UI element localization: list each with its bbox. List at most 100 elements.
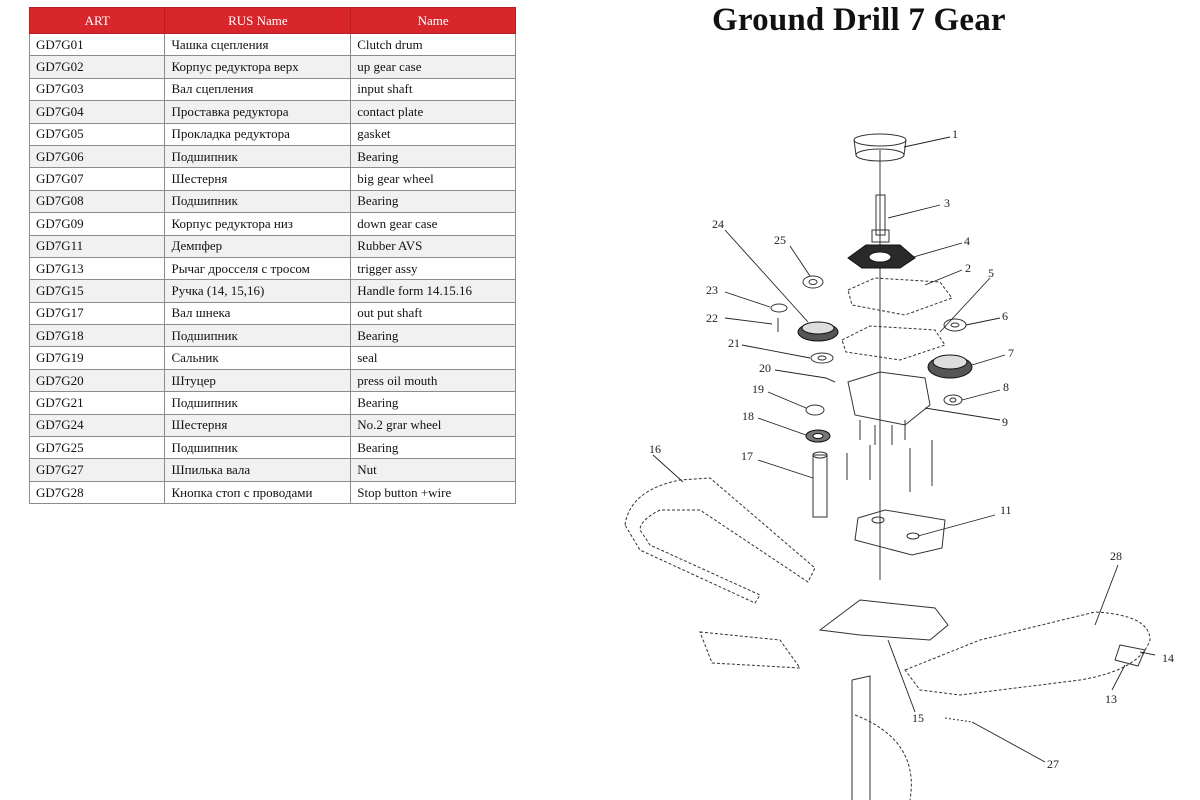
- cell-rus-name: Шпилька вала: [164, 458, 352, 482]
- callout-27: 27: [1047, 757, 1059, 771]
- callout-1: 1: [952, 127, 958, 141]
- cell-name: Bearing: [350, 436, 516, 460]
- cell-art: GD7G13: [28, 256, 166, 281]
- part-bearing-21: [810, 352, 834, 364]
- cell-name: Rubber AVS: [350, 234, 516, 258]
- part-no2-gear-wheel: [797, 321, 839, 342]
- down-gear-case-studs: [859, 420, 906, 445]
- part-bearing-25: [802, 275, 824, 289]
- callout-23: 23: [706, 283, 718, 297]
- part-handle-left: [624, 477, 816, 604]
- callout-21: 21: [728, 336, 740, 350]
- cell-art: GD7G01: [28, 32, 166, 57]
- cell-name: contact plate: [350, 100, 516, 124]
- cell-art: GD7G17: [28, 301, 166, 326]
- part-up-gear-case: [847, 277, 953, 316]
- callout-15: 15: [912, 711, 924, 725]
- cell-name: Bearing: [350, 324, 516, 348]
- cell-rus-name: Подшипник: [164, 391, 352, 415]
- part-clutch-drum: [853, 133, 907, 162]
- page-title: Ground Drill 7 Gear: [712, 2, 1006, 38]
- cell-name: Bearing: [350, 189, 516, 214]
- callout-7: 7: [1008, 346, 1014, 360]
- part-left-plate: [699, 631, 802, 669]
- cell-name: Nut: [350, 458, 516, 482]
- callout-4: 4: [964, 234, 970, 248]
- callout-13: 13: [1105, 692, 1117, 706]
- cell-name: trigger assy: [350, 256, 516, 281]
- cell-name: No.2 grar wheel: [350, 413, 516, 438]
- cell-name: press oil mouth: [350, 368, 516, 393]
- part-shaft-pin: [944, 717, 973, 723]
- part-gasket: [841, 325, 946, 361]
- cell-name: Handle form 14.15.16: [350, 279, 516, 303]
- part-seal: [805, 404, 825, 416]
- cell-rus-name: Подшипник: [164, 324, 352, 348]
- cell-rus-name: Шестерня: [164, 413, 352, 438]
- part-rubber-avs: [854, 509, 946, 556]
- part-big-gear-wheel: [927, 354, 973, 379]
- part-bearing-8: [943, 394, 963, 406]
- part-down-gear-case: [847, 371, 931, 426]
- part-lower-frame: [854, 714, 912, 800]
- callout-5: 5: [988, 266, 994, 280]
- cell-art: GD7G28: [28, 480, 166, 505]
- contact-plate-hole: [868, 251, 892, 263]
- cell-name: out put shaft: [350, 301, 516, 326]
- cell-name: seal: [350, 346, 516, 370]
- part-output-shaft: [812, 451, 828, 518]
- cell-rus-name: Проставка редуктора: [164, 100, 352, 124]
- cell-art: GD7G25: [28, 436, 166, 460]
- cell-rus-name: Корпус редуктора верх: [164, 55, 352, 79]
- header-art: ART: [28, 7, 166, 34]
- callout-9: 9: [1002, 415, 1008, 429]
- cell-rus-name: Вал шнека: [164, 301, 352, 326]
- part-bearing-6: [943, 318, 967, 332]
- callout-25: 25: [774, 233, 786, 247]
- cell-art: GD7G19: [28, 346, 166, 370]
- cell-art: GD7G03: [28, 77, 166, 102]
- cell-name: Bearing: [350, 144, 516, 169]
- callout-19: 19: [752, 382, 764, 396]
- cell-name: Stop button +wire: [350, 480, 516, 505]
- callout-22: 22: [706, 311, 718, 325]
- part-bearing-18: [805, 429, 831, 443]
- leader-lines: [652, 136, 1156, 763]
- callout-17: 17: [741, 449, 753, 463]
- cell-art: GD7G02: [28, 55, 166, 79]
- cell-art: GD7G24: [28, 413, 166, 438]
- part-trigger-assy: [1114, 644, 1146, 667]
- callout-20: 20: [759, 361, 771, 375]
- callout-2: 2: [965, 261, 971, 275]
- table-header: ART RUS Name Name: [28, 7, 516, 34]
- cell-rus-name: Подшипник: [164, 436, 352, 460]
- part-press-oil-mouth: [825, 377, 836, 383]
- callout-28: 28: [1110, 549, 1122, 563]
- callout-18: 18: [742, 409, 754, 423]
- cell-name: Clutch drum: [350, 32, 516, 57]
- part-23: [770, 303, 788, 313]
- callout-3: 3: [944, 196, 950, 210]
- part-mount-bracket: [818, 599, 949, 641]
- cell-art: GD7G27: [28, 458, 166, 482]
- callout-16: 16: [649, 442, 661, 456]
- cell-rus-name: Подшипник: [164, 189, 352, 214]
- cell-rus-name: Рычаг дросселя с тросом: [164, 256, 352, 281]
- cell-art: GD7G20: [28, 368, 166, 393]
